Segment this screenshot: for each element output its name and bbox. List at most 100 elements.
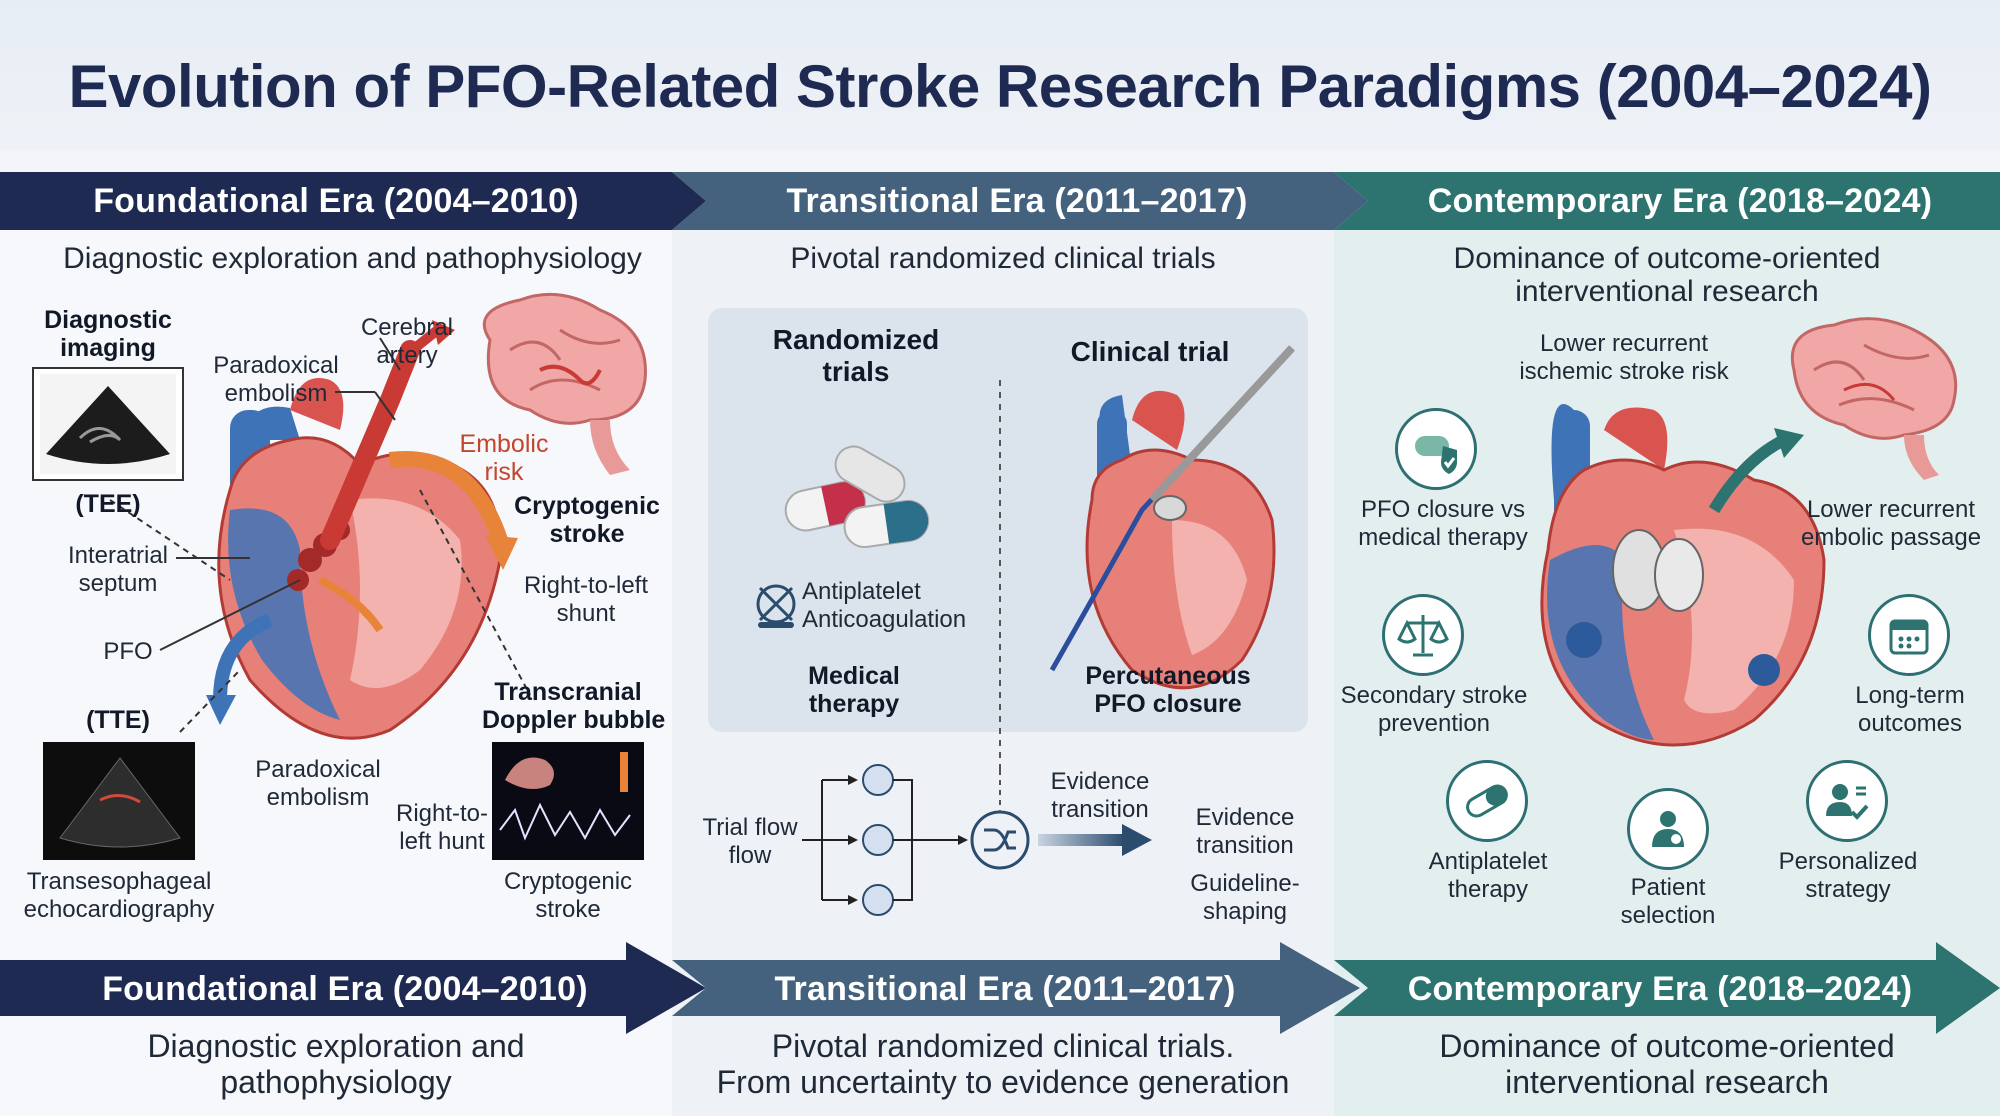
tcd-image [492,742,644,860]
artery-arrow-head [432,320,455,345]
flow-node-2 [862,824,894,856]
antiplatelet-icon [756,584,796,628]
shield-icon [1395,408,1477,490]
tee-leader [109,499,231,581]
tte-leader [179,669,241,733]
foundational-footer-arrow [0,942,706,1034]
flow-merge [893,779,960,901]
shuffle-icon [970,810,1030,870]
foundational-illustration [32,292,647,860]
artery-branch [396,324,444,364]
embolic-risk-arrow [389,451,508,543]
rtl-hunt-label: Right-to-left hunt [395,800,489,855]
foundational-header: Foundational Era (2004–2010) [93,181,579,220]
embolic-arrow-head [485,535,518,570]
pfo-label: PFO [103,638,153,665]
heart-right-chambers [228,508,340,720]
contemporary-header-shape [1334,172,2000,230]
heart-spot-2 [1748,654,1780,686]
scales-icon [1382,594,1464,676]
trial-heart-ventricle [1172,520,1247,655]
evidence-arrow-shaft [1038,834,1124,846]
flow-node-3 [862,884,894,916]
flow-arrow-3 [848,895,858,905]
transitional-header: Transitional Era (2011–2017) [786,181,1248,220]
reduced-passage-arrow-head [1774,428,1804,458]
trial-heart-aorta [1132,390,1185,450]
evidence-arrow-head [1122,824,1152,856]
heart-left-ventricle [350,498,462,688]
contemporary-footer-header: Contemporary Era (2018–2024) [1407,969,1913,1008]
tte-label: (TTE) [86,706,150,734]
contemporary-heart-aorta [1604,407,1668,470]
blue-arrow-head [206,695,236,725]
transitional-footer-desc: Pivotal randomized clinical trials.From … [716,1028,1290,1100]
calendar-icon [1868,594,1950,676]
contemporary-footer-arrow [1334,942,2000,1034]
era-footer-band [0,942,2000,1034]
contemporary-subtitle-line2: interventional research [1515,275,1819,308]
flow-branches [821,779,850,901]
contemporary-illustration [1540,317,1958,747]
pill-red [784,481,866,532]
flow-arrow-2 [848,835,858,845]
rtl-blue-arrow [213,613,273,701]
foundational-footer-header: Foundational Era (2004–2010) [102,969,588,1008]
page-title: Evolution of PFO-Related Stroke Research… [68,53,1932,120]
pills-icon [1446,760,1528,842]
contemporary-brain-stem [1904,435,1939,480]
guideline-shaping-label: Guideline-shaping [1190,870,1300,925]
pill-grey [834,445,906,503]
contemporary-brain-folds [1813,343,1930,412]
contemporary-header: Contemporary Era (2018–2024) [1427,181,1933,220]
brain-folds [509,328,621,392]
contemporary-brain-vessel [1843,382,1896,401]
person-check-icon [1806,760,1888,842]
closure-device [1153,495,1187,521]
era-header-band [0,172,2000,230]
catheter-line [1049,346,1294,672]
occluder-right-disc [1654,538,1704,612]
title-bar [0,0,2000,150]
clinical-trial-label: Clinical trial [1070,336,1230,367]
catheter-sheath [1149,345,1295,503]
contemporary-subtitle-line1: Dominance of outcome-oriented [1453,242,1881,275]
heart-aorta [290,378,344,430]
tte-flow-mark [99,794,141,804]
tte-ultrasound-fan [59,757,181,848]
brain-shape [482,292,647,425]
transitional-illustration [756,345,1295,916]
foundational-header-shape [0,172,706,230]
tcd-scale [620,752,628,792]
flow-arrow-4 [958,835,968,845]
tcd-waveform [499,802,631,841]
embolus-1 [298,548,322,572]
pfo-leader [159,579,301,651]
cerebral-leader [379,337,401,371]
flow-arrow-1 [848,775,858,785]
foundational-subtitle: Diagnostic exploration and pathophysiolo… [63,242,642,275]
